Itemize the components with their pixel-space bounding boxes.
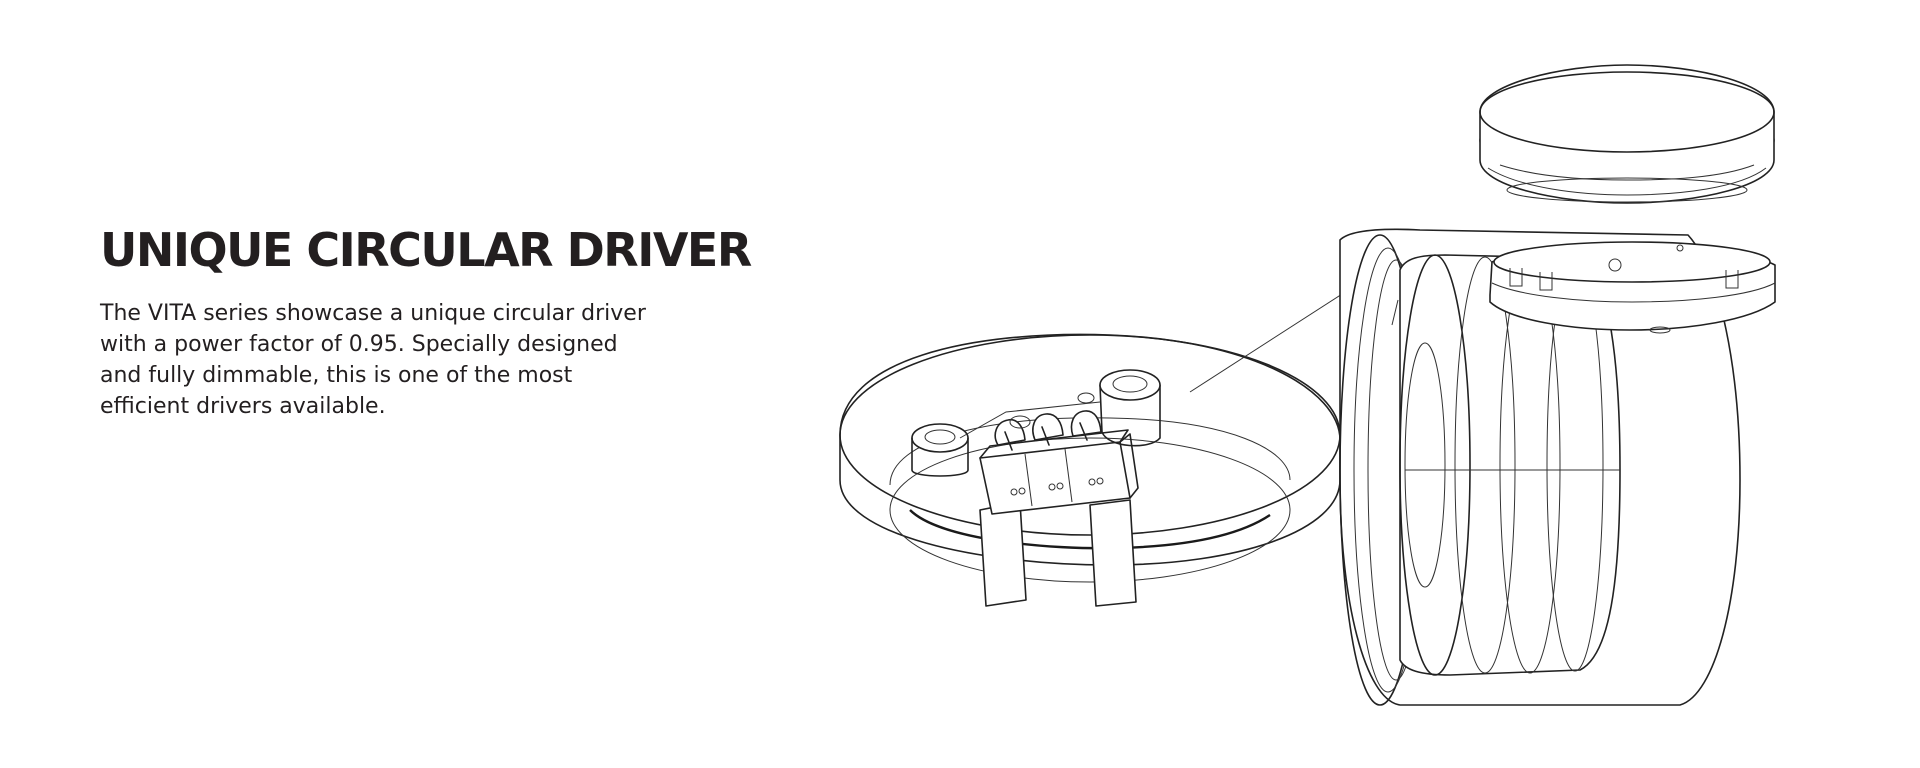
product-illustration: [820, 40, 1820, 730]
fixture-housing-drawing: [1339, 228, 1741, 706]
feature-headline: UNIQUE CIRCULAR DRIVER: [100, 223, 752, 277]
feature-text-block: UNIQUE CIRCULAR DRIVER The VITA series s…: [100, 222, 752, 422]
mounting-plate-drawing: [1489, 241, 1776, 334]
driver-disc-drawing: [1479, 64, 1775, 204]
right-boss: [1099, 369, 1161, 447]
driver-cutaway-drawing: [839, 333, 1341, 607]
left-boss: [911, 423, 969, 477]
line-drawing: [839, 64, 1776, 706]
feature-description: The VITA series showcase a unique circul…: [100, 301, 646, 419]
terminal-block: [979, 410, 1139, 515]
